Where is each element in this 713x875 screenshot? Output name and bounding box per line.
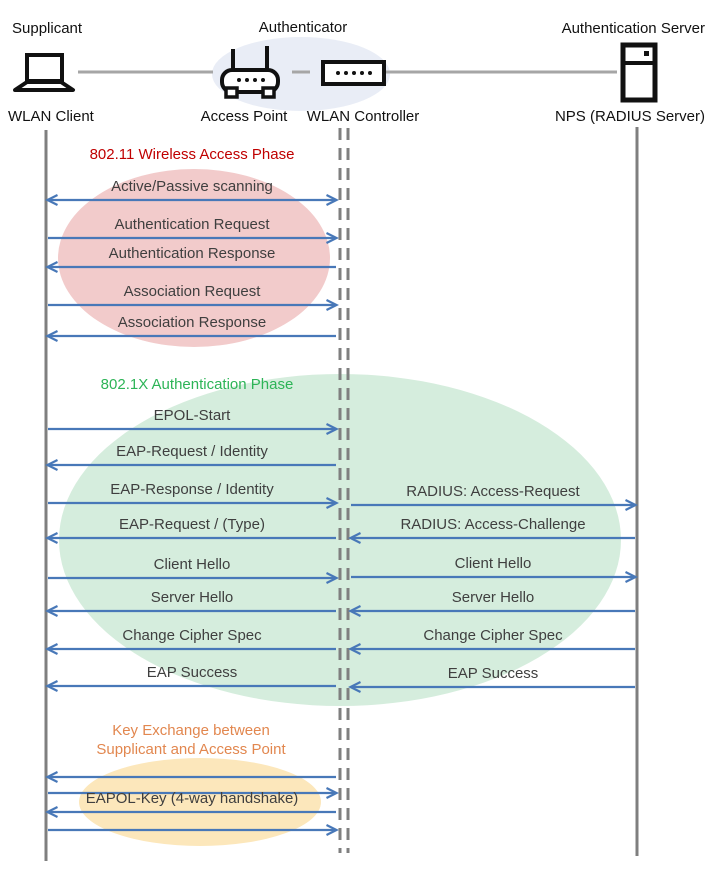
message-label: Client Hello <box>454 555 532 572</box>
phase-title-key-exchange-line1: Key Exchange between <box>112 722 270 739</box>
message-label: RADIUS: Access-Challenge <box>400 516 586 533</box>
message-label: Change Cipher Spec <box>122 627 262 644</box>
message-label: RADIUS: Access-Request <box>406 483 580 500</box>
ellipse-key-exchange-phase <box>79 758 321 846</box>
message-label: EAPOL-Key (4-way handshake) <box>85 790 299 807</box>
phase-title-key-exchange-line2: Supplicant and Access Point <box>96 741 286 758</box>
message-label: Association Request <box>123 283 261 300</box>
device-wlan-client: WLAN Client <box>8 108 94 125</box>
phase-title-dot1x: 802.1X Authentication Phase <box>100 376 294 393</box>
role-authenticator: Authenticator <box>258 19 348 36</box>
message-label: EAP-Response / Identity <box>110 481 274 498</box>
device-nps-radius-server: NPS (RADIUS Server) <box>554 108 705 125</box>
message-label: Server Hello <box>451 589 535 606</box>
device-access-point: Access Point <box>200 108 288 125</box>
message-label: Authentication Request <box>114 216 270 233</box>
message-label: Authentication Response <box>108 245 276 262</box>
message-label: EAP-Request / Identity <box>116 443 268 460</box>
message-label: EAP Success <box>447 665 539 682</box>
message-label: Change Cipher Spec <box>423 627 563 644</box>
message-label: Association Response <box>117 314 267 331</box>
message-label: Client Hello <box>153 556 231 573</box>
message-label: Server Hello <box>150 589 234 606</box>
phase-title-wireless: 802.11 Wireless Access Phase <box>89 146 295 163</box>
server-icon <box>620 42 658 103</box>
message-label: EAP-Request / (Type) <box>119 516 265 533</box>
wlan-controller-icon <box>321 60 386 86</box>
message-label: Active/Passive scanning <box>111 178 273 195</box>
device-wlan-controller: WLAN Controller <box>306 108 420 125</box>
ellipse-wireless-phase <box>58 169 330 347</box>
role-supplicant: Supplicant <box>12 20 83 37</box>
message-label: EAP Success <box>146 664 238 681</box>
laptop-icon <box>13 53 75 92</box>
message-label: EPOL-Start <box>153 407 231 424</box>
role-authentication-server: Authentication Server <box>561 20 705 37</box>
access-point-icon <box>220 46 280 99</box>
